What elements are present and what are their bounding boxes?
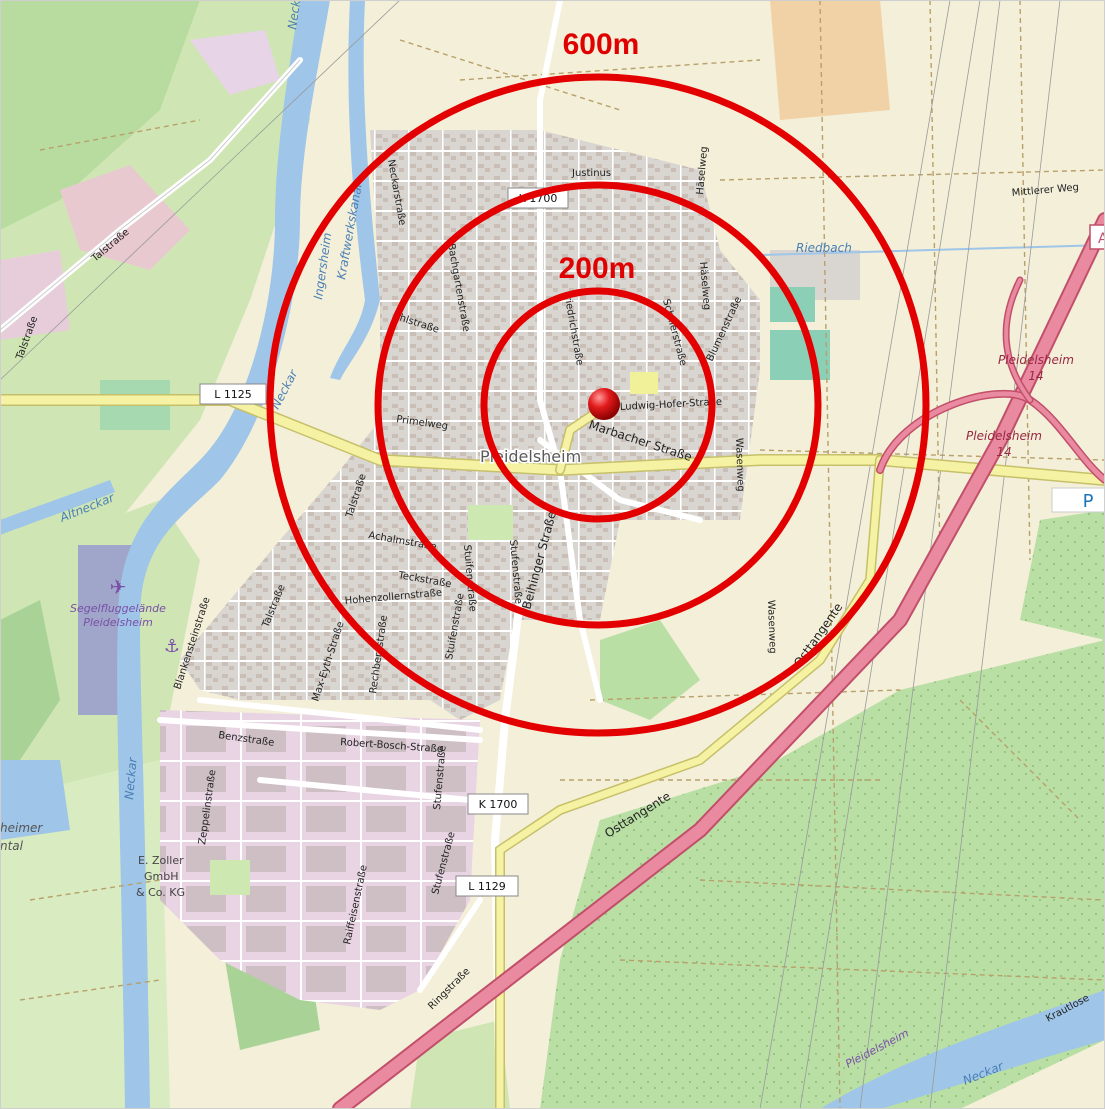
exit-2-number: 14 [996, 445, 1011, 459]
school-yard [630, 372, 658, 394]
label-zoller-2: GmbH [144, 870, 179, 883]
meadow-northwest [0, 0, 200, 230]
motorway-exit-2: Pleidelsheim 14 [966, 429, 1042, 459]
label-haeselweg: Häselweg [695, 146, 710, 195]
label-neckar-north: Neckar [285, 0, 305, 30]
minor-road-casing [0, 59, 301, 331]
poi-zoller: E. Zoller GmbH & Co. KG [136, 854, 185, 899]
green-south-town [210, 860, 250, 895]
ring-inner [480, 287, 716, 523]
label-partial-left2: ntal [0, 839, 24, 853]
road-shield-k1700-south: K 1700 [467, 793, 529, 815]
parking-icon: P [1083, 491, 1094, 512]
shield-text-l1129: L 1129 [468, 880, 506, 893]
label-ludwig-hofer: Ludwig-Hofer-Straße [620, 397, 723, 413]
label-justinus: Justinus [571, 168, 611, 179]
place-name-pleidelsheim: Pleidelsheim [480, 447, 581, 466]
anchor-icon: ⚓ [164, 636, 180, 657]
label-wasenweg: Wasenweg [733, 438, 746, 492]
exit-2-name: Pleidelsheim [966, 429, 1042, 443]
ring-label-600m: 600m [563, 28, 640, 61]
exit-1-number: 14 [1028, 369, 1043, 383]
orchard-east [1020, 510, 1105, 640]
airplane-icon: ✈ [110, 575, 127, 599]
partial-sign-right: A [1089, 224, 1105, 250]
park-green-1 [468, 505, 513, 540]
altneckar [0, 480, 115, 535]
label-segelflug-1: Segelfluggelände [70, 602, 166, 615]
shield-text-k1700-south: K 1700 [479, 798, 518, 811]
canal [330, 0, 380, 380]
ring-label-200m: 200m [559, 252, 636, 285]
partial-sign-text: A [1098, 231, 1105, 247]
lake-southwest [0, 760, 70, 840]
label-segelflug-2: Pleidelsheim [83, 616, 153, 629]
industrial-area [160, 710, 480, 1010]
orchard-northeast [770, 0, 890, 120]
location-marker-icon[interactable] [588, 388, 620, 420]
exit-1-name: Pleidelsheim [998, 353, 1074, 367]
label-wasenweg2: Wasenweg [765, 600, 778, 654]
motorway-exit-1: Pleidelsheim 14 [998, 353, 1074, 383]
label-partial-left: heimer [0, 821, 43, 835]
parking-sign[interactable]: P [1051, 487, 1105, 513]
forest-west-south [0, 600, 60, 760]
farm-northwest [190, 30, 280, 95]
shield-text-l1125: L 1125 [214, 388, 252, 401]
label-haeselweg2: Häselweg [697, 261, 712, 310]
distance-rings [266, 73, 930, 737]
orchard-middle [600, 620, 700, 720]
neckar-southeast [820, 990, 1105, 1109]
poi-airfield: ✈ Segelfluggelände Pleidelsheim [70, 575, 166, 629]
label-zoller-1: E. Zoller [138, 854, 184, 867]
road-shield-l1125: L 1125 [199, 383, 267, 405]
label-riedbach: Riedbach [796, 241, 852, 255]
riedbach [759, 244, 1105, 256]
residential-area [180, 130, 760, 720]
label-zoller-3: & Co. KG [136, 886, 185, 899]
sports-east-2 [770, 330, 830, 380]
residential-northwest [60, 165, 190, 270]
neckar-river [117, 0, 331, 1109]
label-neckar-sw: Neckar [122, 756, 140, 800]
orchard-southeast [540, 640, 1105, 1109]
ring-middle [374, 181, 822, 629]
road-shield-l1129: L 1129 [455, 875, 519, 897]
ring-outer [266, 73, 930, 737]
motorway [332, 212, 1105, 1109]
